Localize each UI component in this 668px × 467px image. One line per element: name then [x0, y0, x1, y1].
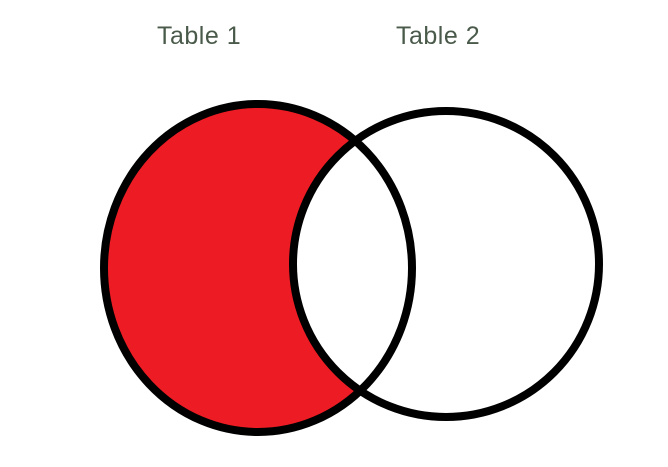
- table-2-label: Table 2: [396, 22, 481, 50]
- table-1-circle: [100, 100, 416, 436]
- table-1-label: Table 1: [157, 22, 242, 50]
- table-2-circle: [289, 107, 603, 421]
- intersection-region: [293, 111, 412, 417]
